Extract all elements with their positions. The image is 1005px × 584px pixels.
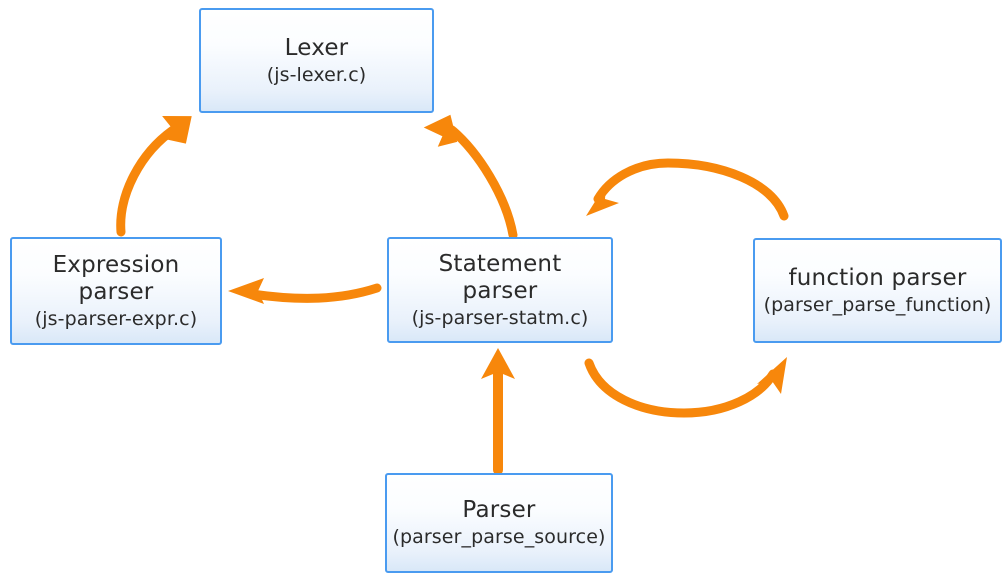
edge-statement-to-expression-line — [247, 283, 382, 303]
node-parser-title: Parser — [462, 497, 536, 524]
edge-function-to-statement-line — [593, 158, 789, 221]
node-lexer[interactable]: Lexer (js-lexer.c) — [199, 8, 434, 113]
edge-expression-to-lexer-line — [116, 123, 181, 237]
edge-parser-to-statement — [481, 348, 515, 475]
edge-statement-to-function-arrowhead — [757, 357, 787, 394]
node-expression-parser[interactable]: Expression parser (js-parser-expr.c) — [10, 237, 222, 345]
edge-function-to-statement — [586, 158, 789, 221]
edge-statement-to-lexer-arrowhead — [423, 114, 458, 147]
edge-statement-to-lexer — [423, 114, 518, 240]
node-statement-parser-subtitle: (js-parser-statm.c) — [411, 306, 589, 329]
node-lexer-title: Lexer — [284, 34, 349, 61]
node-expression-parser-title: Expression parser — [52, 251, 180, 305]
edge-statement-to-function — [584, 357, 787, 418]
edge-expression-to-lexer-arrowhead — [162, 116, 192, 144]
edge-expression-to-lexer — [116, 116, 192, 237]
node-lexer-subtitle: (js-lexer.c) — [266, 63, 367, 86]
edge-statement-to-lexer-line — [447, 125, 518, 240]
node-statement-parser-title: Statement parser — [438, 250, 562, 304]
edge-function-to-statement-arrowhead — [586, 184, 619, 216]
node-parser[interactable]: Parser (parser_parse_source) — [385, 473, 613, 573]
node-parser-subtitle: (parser_parse_source) — [392, 526, 606, 549]
node-statement-parser[interactable]: Statement parser (js-parser-statm.c) — [387, 237, 613, 343]
edge-statement-to-function-line — [584, 358, 778, 418]
node-function-parser-subtitle: (parser_parse_function) — [763, 293, 992, 316]
node-function-parser[interactable]: function parser (parser_parse_function) — [753, 238, 1002, 343]
edge-parser-to-statement-arrowhead — [481, 348, 515, 379]
edge-statement-to-expression — [228, 278, 382, 304]
edge-statement-to-expression-arrowhead — [228, 278, 264, 304]
node-expression-parser-subtitle: (js-parser-expr.c) — [34, 307, 198, 330]
node-function-parser-title: function parser — [788, 264, 967, 291]
